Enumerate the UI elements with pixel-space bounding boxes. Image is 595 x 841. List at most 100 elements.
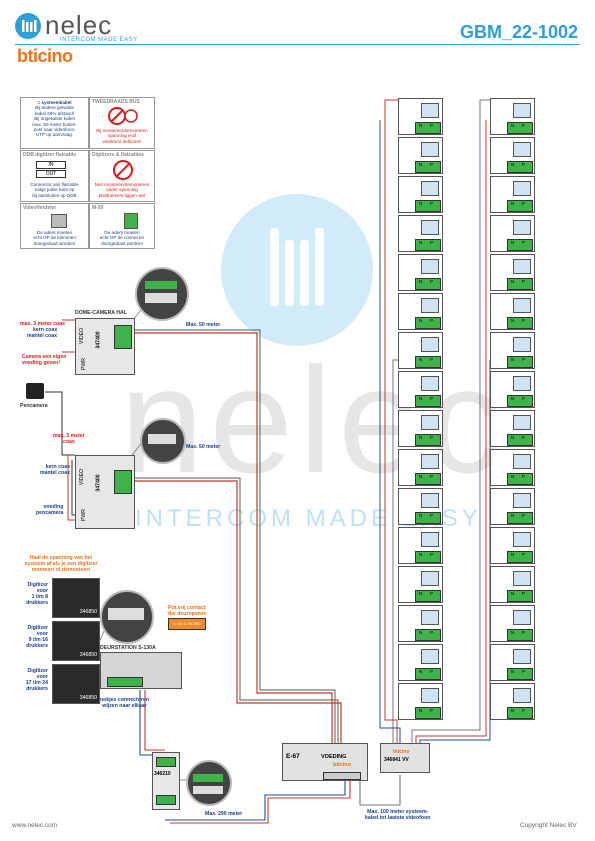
videophone-screen (421, 103, 439, 118)
zoom-detail-camera (135, 267, 189, 321)
bus-wire (411, 99, 490, 745)
label-line: drukkers (26, 600, 48, 606)
terminal-block (156, 795, 176, 805)
no-entry-icon (113, 160, 133, 180)
header-divider (15, 44, 580, 45)
relay-label-line: Pot.vrij contact (168, 605, 206, 611)
label-line: 9 t/m 16 (28, 637, 48, 643)
terminal-label-p: P (430, 630, 434, 635)
note-line: voorkomt defecten! (102, 138, 142, 144)
terminal-label-p: P (522, 162, 526, 167)
terminal-label-n: N (419, 474, 423, 479)
note-ddb: DDB digitizer flatcable IN OUT Connector… (20, 150, 89, 202)
power-label-line: Camera een eigen (22, 354, 67, 360)
terminal-label-p: P (430, 162, 434, 167)
terminal-label-n: N (511, 123, 515, 128)
connector-icon (124, 213, 138, 229)
camera-model: 347400 (95, 331, 102, 349)
terminal-label-p: P (522, 435, 526, 440)
pencamera-cable-label: Max. 50 meter (186, 444, 221, 450)
pin-pwr: PWR (81, 508, 88, 522)
note-line: Bij monteren/demonteren (96, 128, 148, 133)
terminal-label-n: N (419, 162, 423, 167)
video-distributor: bticino 346841 VV (380, 743, 430, 773)
note-line: De aders moeten (104, 230, 140, 235)
pencamera-model: 347400 (95, 474, 102, 492)
terminal-label-p: P (522, 630, 526, 635)
note-line: echt OP de connector (99, 235, 145, 241)
terminal-label-n: N (511, 201, 515, 206)
bus-wires (379, 99, 491, 745)
camera-hal-title: DOME-CAMERA HAL (75, 310, 127, 316)
terminal-label-n: N (419, 513, 423, 518)
terminal-label-n: N (419, 201, 423, 206)
terminal-label-p: P (522, 396, 526, 401)
pencamera-cables (45, 319, 75, 521)
label-line: Digitizer (27, 668, 48, 674)
videophone-screen (421, 571, 439, 586)
pencamera-module: 347400 VIDEO PWR (75, 455, 135, 529)
terminal-label-n: N (511, 708, 515, 713)
note-title: Digitizers & flatcables (92, 152, 144, 158)
camera-cable (135, 332, 333, 745)
terminal-label-n: N (511, 162, 515, 167)
connector-note-line: nokjes connectoren (100, 697, 150, 703)
note-line: doorgeduwt worden! (33, 240, 76, 246)
terminal-label-p: P (522, 318, 526, 323)
videophone-screen (421, 454, 439, 469)
note-line: spanning eraf (108, 133, 136, 139)
label-line: voor (36, 588, 48, 594)
coax-label-line: coax (62, 439, 75, 445)
terminal-label-n: N (419, 318, 423, 323)
terminal-block (156, 757, 176, 767)
relay-label: Pot.vrij contact tbv deuropener (168, 605, 206, 617)
terminal-label-p: P (430, 396, 434, 401)
videophone-screen (421, 142, 439, 157)
digitizer-label-1: Digitizer voor 1 t/m 8 drukkers (20, 582, 48, 606)
note-line: post naar videofoon. (33, 127, 76, 133)
ddb-out-label: OUT (36, 170, 66, 178)
terminal-label-p: P (430, 357, 434, 362)
power-label-line: voeding geven! (22, 360, 61, 366)
cable-label-line: kabel tot laatste videofoon (365, 815, 431, 821)
note-line: onder spanning (106, 187, 138, 193)
label-line: 17 t/m 24 (25, 680, 48, 686)
videophone-screen (513, 103, 531, 118)
pencamera-core-label: kern coax mantel coax (40, 464, 70, 476)
terminal-label-p: P (430, 552, 434, 557)
module-346210: 346210 (152, 752, 180, 810)
label-line: voor (36, 631, 48, 637)
power-label-line: voeding (43, 504, 64, 510)
terminal-label-n: N (419, 708, 423, 713)
camera-cable (135, 477, 339, 745)
warning-line: Haal de spanning van het (29, 555, 93, 561)
terminal-label-n: N (419, 396, 423, 401)
digitizer-model: 346850 (79, 652, 97, 658)
note-line: = systeemkabel (37, 100, 72, 105)
door-cable (170, 775, 351, 824)
label-line: drukkers (26, 643, 48, 649)
